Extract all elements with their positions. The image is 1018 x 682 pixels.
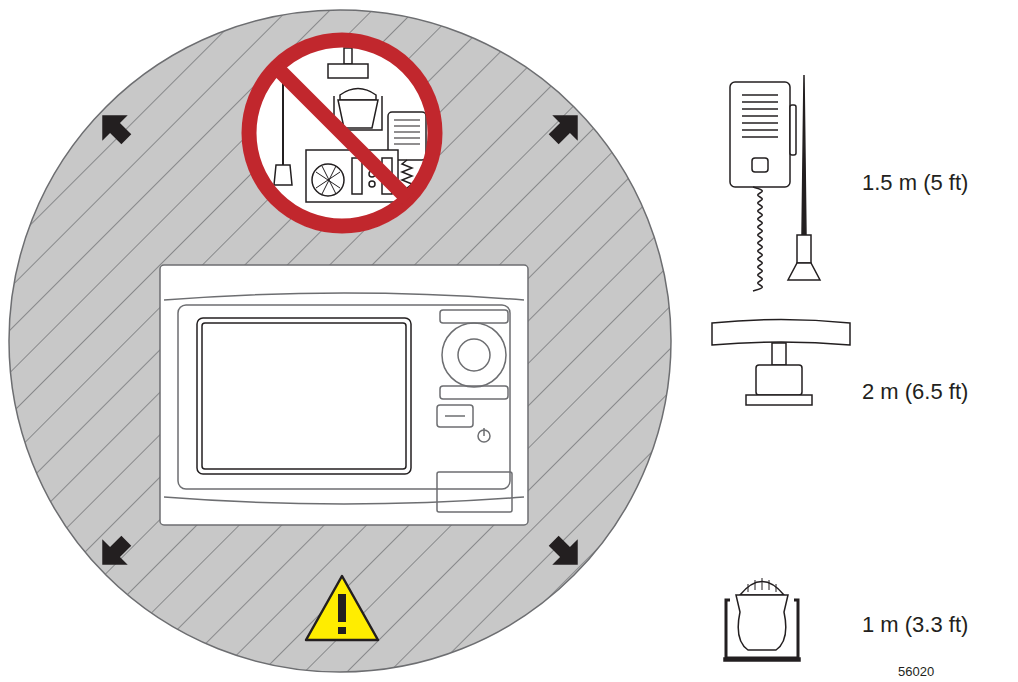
direction-arrows <box>90 103 591 578</box>
prohibition-sign <box>242 33 442 233</box>
dimension-label: 2 m (6.5 ft) <box>862 379 968 405</box>
clearance-zone <box>9 10 671 672</box>
dimension-label: 1 m (3.3 ft) <box>862 612 968 638</box>
dimension-label: 1.5 m (5 ft) <box>862 170 968 196</box>
display-unit <box>160 265 528 525</box>
compass-icon <box>724 578 800 661</box>
warning-triangle <box>306 576 378 640</box>
radar-icon <box>712 320 850 406</box>
figure-number: 56020 <box>898 664 934 679</box>
microphone-icon <box>730 82 796 291</box>
antenna-icon <box>788 75 820 280</box>
